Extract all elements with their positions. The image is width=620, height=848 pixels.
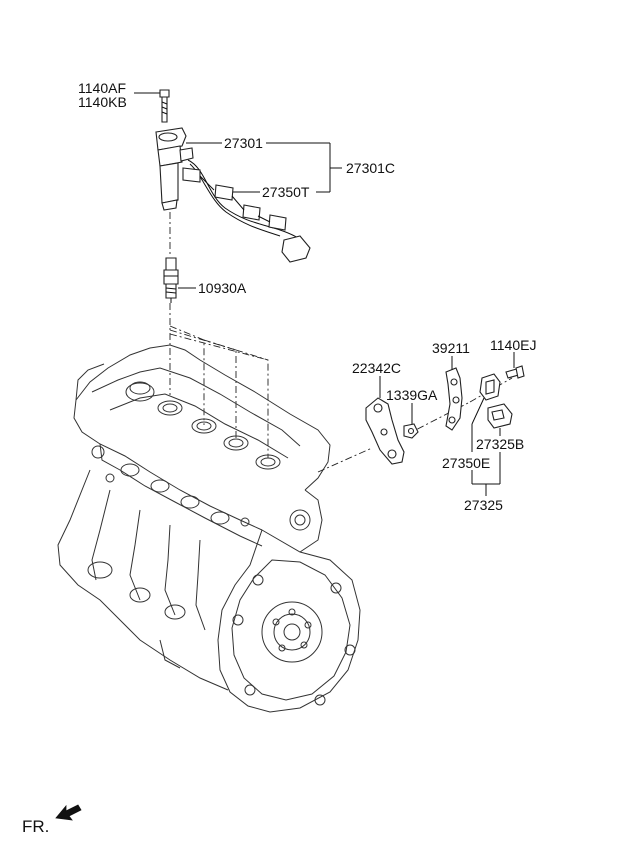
spark-plug-10930a [163,257,179,303]
front-direction-label: FR. [22,817,49,836]
connector-27325b [487,403,513,429]
label-27350e: 27350E [442,455,490,471]
ignition-coil-27301 [155,127,194,211]
label-1140af: 1140AF [78,80,126,96]
engine-block [57,344,361,713]
label-1140kb: 1140KB [78,94,127,110]
leader-lines [134,92,515,496]
label-39211: 39211 [432,340,470,356]
label-1339ga: 1339GA [386,387,438,403]
label-27350t: 27350T [262,184,310,200]
bracket-22342c [365,397,405,465]
label-10930a: 10930A [198,280,247,296]
label-27301c: 27301C [346,160,395,176]
label-1140ej: 1140EJ [490,337,536,353]
label-27325: 27325 [464,497,503,513]
label-27325b: 27325B [476,436,524,452]
label-22342c: 22342C [352,360,401,376]
nut-1339ga [403,423,419,439]
bolt-1140ej [505,365,525,379]
sensor-27350e [479,373,501,401]
bracket-39211 [445,367,463,431]
fr-arrow-icon [55,804,82,821]
wiring-harness-27350t [182,159,311,263]
bore-guides [169,325,269,458]
label-27301: 27301 [224,135,263,151]
bolt-1140af [159,89,170,123]
